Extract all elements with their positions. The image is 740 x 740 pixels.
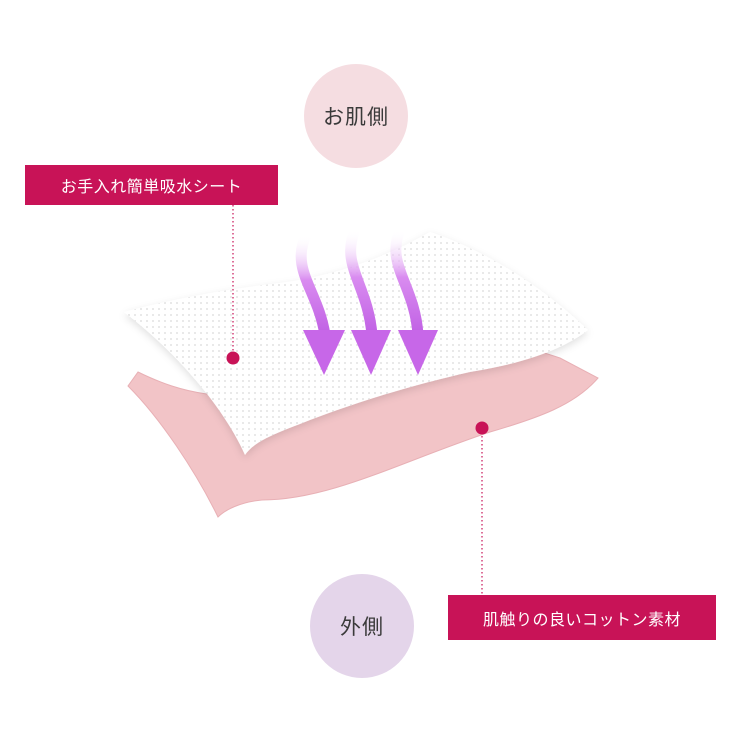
outer-side-label: 外側 [340,615,384,639]
arrow-left [295,232,331,336]
marker-dot-bottom [475,421,489,435]
marker-dot-top [226,351,240,365]
skin-side-label: お肌側 [323,105,389,129]
arrow-middle [345,227,378,336]
absorbent-sheet-dots [124,232,588,455]
arrow-left-head [303,330,345,375]
arrow-right [390,227,424,336]
top-layer-tag: お手入れ簡単吸水シート [25,165,278,205]
arrow-right-head [398,330,438,375]
arrow-middle-head [351,330,391,375]
outer-side-badge: 外側 [310,574,414,678]
absorption-arrows [295,227,438,375]
bottom-layer-tag: 肌触りの良いコットン素材 [448,595,716,640]
skin-side-badge: お肌側 [304,64,408,168]
top-layer-tag-text: お手入れ簡単吸水シート [60,177,243,196]
bottom-layer-tag-text: 肌触りの良いコットン素材 [482,609,681,629]
